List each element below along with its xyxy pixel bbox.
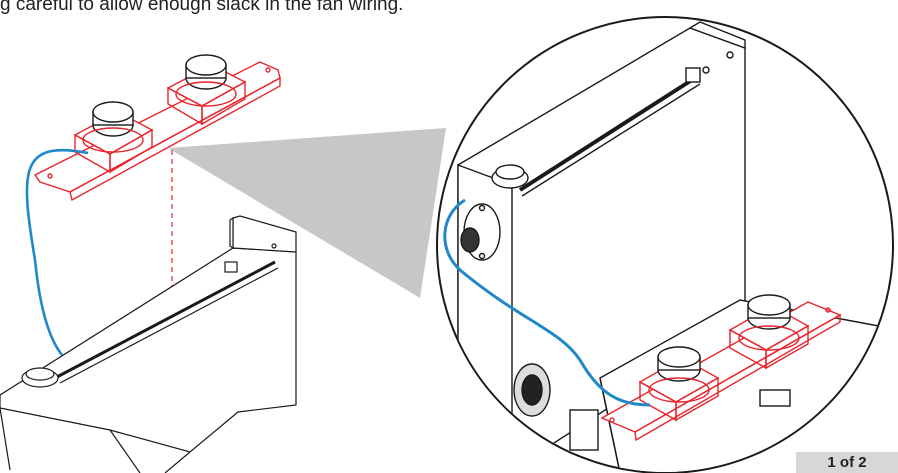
connector-icon	[460, 203, 551, 417]
callout-cone	[168, 128, 446, 298]
chassis-panel-left	[0, 215, 297, 473]
fan-icon	[166, 54, 247, 126]
fan-icon	[73, 101, 154, 174]
magnified-detail	[436, 16, 894, 473]
connector-icon	[21, 367, 59, 388]
fan-icon	[638, 346, 720, 422]
cable-icon	[25, 148, 89, 356]
cable-icon	[443, 198, 651, 407]
instruction-caption: g careful to allow enough slack in the f…	[0, 0, 404, 15]
fan-icon	[728, 294, 810, 370]
page-indicator: 1 of 2	[796, 452, 898, 473]
exploded-fan-bracket	[33, 54, 281, 202]
